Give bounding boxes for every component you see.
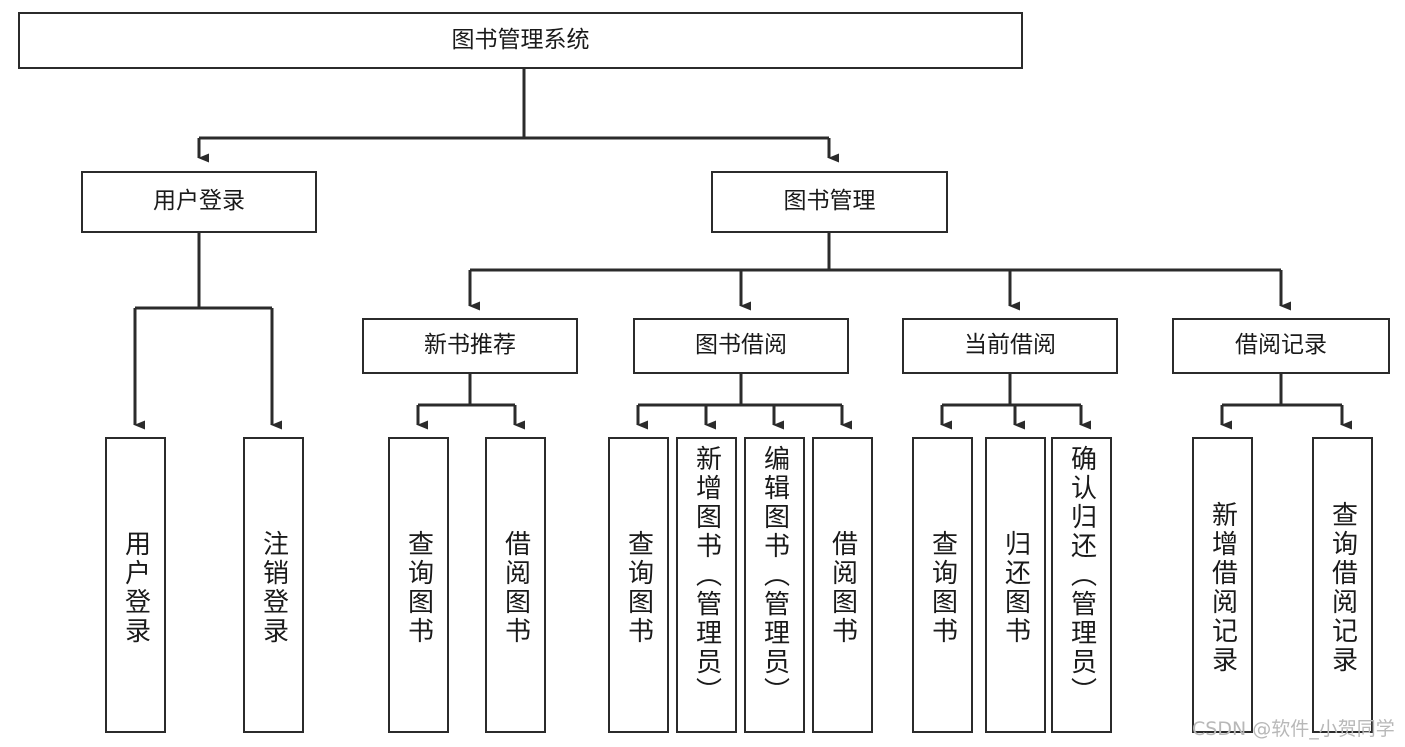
leaf-borrow-book[interactable]: 借阅图书: [812, 437, 873, 733]
leaf-return-book-label: 归还图书: [1000, 530, 1031, 646]
leaf-query-book-current-label: 查询图书: [927, 530, 958, 646]
node-root-label: 图书管理系统: [451, 26, 590, 53]
node-new-book-recommendation-label: 新书推荐: [424, 332, 516, 359]
node-user-login[interactable]: 用户登录: [81, 171, 317, 233]
leaf-logout-label: 注销登录: [258, 530, 289, 646]
leaf-add-borrow-record[interactable]: 新增借阅记录: [1192, 437, 1253, 733]
csdn-watermark: CSDN @软件_小贺同学: [1192, 718, 1395, 740]
leaf-borrow-book-recommendation[interactable]: 借阅图书: [485, 437, 546, 733]
leaf-edit-book[interactable]: 编辑图书（管理员）: [744, 437, 805, 733]
leaf-query-book[interactable]: 查询图书: [608, 437, 669, 733]
leaf-add-book-label: 新增图书（管理员）: [691, 445, 722, 706]
node-new-book-recommendation[interactable]: 新书推荐: [362, 318, 578, 374]
leaf-borrow-book-recommendation-label: 借阅图书: [500, 530, 531, 646]
leaf-user-login-label: 用户登录: [120, 530, 151, 646]
leaf-query-borrow-record-label: 查询借阅记录: [1327, 501, 1358, 675]
leaf-edit-book-label: 编辑图书（管理员）: [759, 445, 790, 706]
leaf-confirm-return[interactable]: 确认归还（管理员）: [1051, 437, 1112, 733]
node-book-manage-label: 图书管理: [783, 188, 876, 215]
leaf-query-borrow-record[interactable]: 查询借阅记录: [1312, 437, 1373, 733]
node-root-system[interactable]: 图书管理系统: [18, 12, 1023, 69]
node-book-borrow[interactable]: 图书借阅: [633, 318, 849, 374]
leaf-add-book[interactable]: 新增图书（管理员）: [676, 437, 737, 733]
node-borrow-record[interactable]: 借阅记录: [1172, 318, 1390, 374]
leaf-confirm-return-label: 确认归还（管理员）: [1066, 445, 1097, 706]
leaf-query-book-recommendation[interactable]: 查询图书: [388, 437, 449, 733]
node-borrow-record-label: 借阅记录: [1235, 332, 1327, 359]
leaf-return-book[interactable]: 归还图书: [985, 437, 1046, 733]
leaf-borrow-book-label: 借阅图书: [827, 530, 858, 646]
leaf-query-book-label: 查询图书: [623, 530, 654, 646]
node-book-borrow-label: 图书借阅: [695, 332, 787, 359]
leaf-query-book-current[interactable]: 查询图书: [912, 437, 973, 733]
leaf-user-login[interactable]: 用户登录: [105, 437, 166, 733]
node-user-login-label: 用户登录: [153, 188, 245, 215]
leaf-logout[interactable]: 注销登录: [243, 437, 304, 733]
node-current-borrow-label: 当前借阅: [964, 332, 1056, 359]
node-current-borrow[interactable]: 当前借阅: [902, 318, 1118, 374]
node-book-manage[interactable]: 图书管理: [711, 171, 948, 233]
leaf-add-borrow-record-label: 新增借阅记录: [1207, 501, 1238, 675]
leaf-query-book-recommendation-label: 查询图书: [403, 530, 434, 646]
